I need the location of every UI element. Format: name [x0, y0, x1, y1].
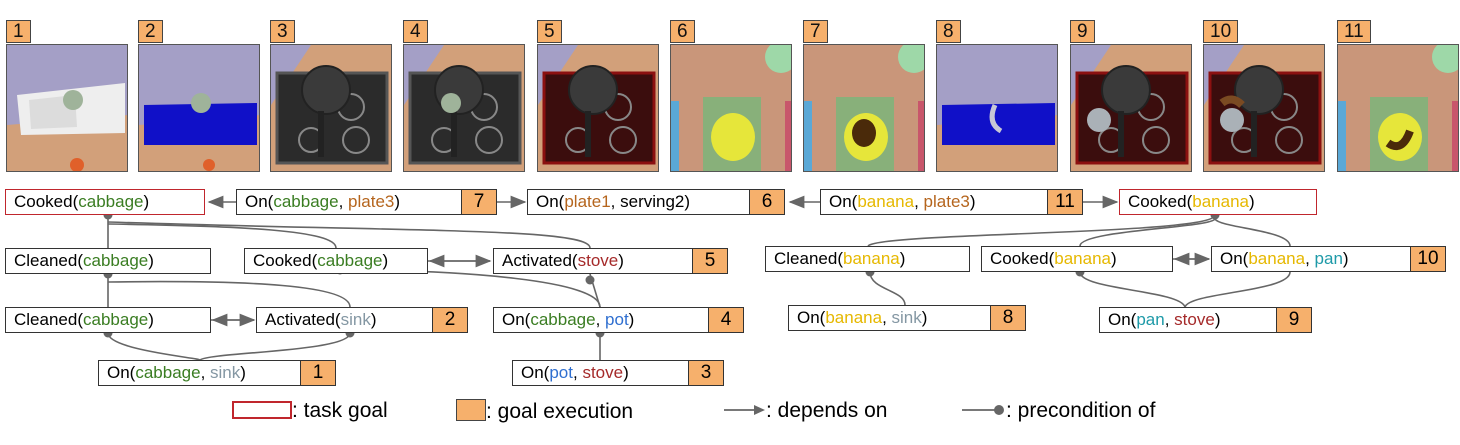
goal-node-on-cabbage-sink: On(cabbage, sink) 1	[98, 360, 336, 386]
goal-node-text: Cleaned(cabbage)	[14, 251, 154, 270]
frame-step-number: 2	[138, 20, 163, 43]
goal-execution-number: 6	[749, 190, 784, 214]
precondition-line	[1214, 218, 1291, 247]
frame-step-number: 6	[670, 20, 695, 43]
frame-step-number: 1	[6, 20, 31, 43]
goal-execution-number: 4	[708, 308, 743, 332]
goal-node-cleaned-banana: Cleaned(banana)	[765, 246, 970, 272]
goal-execution-number: 7	[461, 190, 496, 214]
legend-goal-execution: : goal execution	[456, 399, 633, 424]
legend-precondition-of-label: : precondition of	[1006, 399, 1156, 422]
frame-step-number: 9	[1070, 20, 1095, 43]
frame-stove-active	[537, 44, 659, 172]
frame-stove-pan-banana	[1203, 44, 1325, 172]
goal-execution-number: 1	[300, 361, 335, 385]
frame-sink-cabbage	[6, 44, 128, 172]
frame-stove-pot	[270, 44, 392, 172]
frame-sink-active-cabbage	[138, 44, 260, 172]
frame-stove-pot-cabbage	[403, 44, 525, 172]
goal-node-on-banana-pan: On(banana, pan) 10	[1211, 246, 1446, 272]
goal-node-on-banana-sink: On(banana, sink) 8	[788, 305, 1026, 331]
goal-node-on-cabbage-pot: On(cabbage, pot) 4	[493, 307, 744, 333]
precondition-line	[867, 214, 1216, 247]
precondition-dot-icon	[962, 405, 1004, 415]
legend-task-goal-label: : task goal	[292, 399, 388, 422]
goal-node-text: On(banana, sink)	[797, 308, 928, 327]
goal-execution-number: 10	[1410, 247, 1445, 271]
goal-node-text: Activated(stove)	[502, 251, 624, 270]
goal-node-cooked-cabbage-2: Cooked(cabbage)	[244, 248, 428, 274]
goal-node-text: On(banana, pan)	[1220, 249, 1349, 268]
goal-execution-number: 5	[692, 249, 727, 273]
frame-plate-yellow	[670, 44, 792, 172]
legend-precondition-of: : precondition of	[960, 399, 1155, 423]
precondition-line	[107, 221, 591, 249]
goal-node-text: On(cabbage, sink)	[107, 363, 246, 382]
goal-node-on-cabbage-plate3: On(cabbage, plate3) 7	[236, 189, 497, 215]
goal-node-on-banana-plate3: On(banana, plate3) 11	[820, 189, 1083, 215]
precondition-line	[339, 269, 601, 308]
execution-frames-strip: 1 2 3 4 5 6 7 8 9 10 11	[0, 0, 1460, 175]
goal-node-on-plate1-serving2: On(plate1, serving2) 6	[527, 189, 785, 215]
frame-step-number: 5	[537, 20, 562, 43]
goal-node-activated-stove: Activated(stove) 5	[493, 248, 728, 274]
goal-node-cooked-banana-2: Cooked(banana)	[981, 246, 1173, 272]
legend-task-goal: : task goal	[232, 399, 388, 423]
goal-node-text: On(cabbage, plate3)	[245, 192, 401, 211]
goal-node-cooked-cabbage-goal: Cooked(cabbage)	[5, 189, 205, 215]
legend-goal-execution-label: : goal execution	[486, 400, 634, 423]
frame-sink-banana	[936, 44, 1058, 172]
precondition-line	[869, 271, 906, 306]
goal-execution-number: 11	[1047, 190, 1082, 214]
goal-node-text: Cooked(cabbage)	[253, 251, 389, 270]
arrow-icon	[724, 405, 765, 415]
precondition-line	[1079, 271, 1186, 308]
goal-node-cleaned-cabbage-2: Cleaned(cabbage)	[5, 307, 211, 333]
goal-node-cooked-banana-goal: Cooked(banana)	[1119, 189, 1317, 215]
goal-node-cleaned-cabbage-1: Cleaned(cabbage)	[5, 248, 211, 274]
goal-node-text: Cooked(banana)	[990, 249, 1117, 268]
goal-node-text: Cleaned(banana)	[774, 249, 906, 268]
goal-node-text: On(plate1, serving2)	[536, 192, 691, 211]
precondition-line	[1184, 271, 1291, 308]
frame-plate-banana	[1337, 44, 1459, 172]
goal-node-text: Cleaned(cabbage)	[14, 310, 154, 329]
frame-plate-cooked	[803, 44, 925, 172]
precondition-line	[107, 223, 337, 249]
task-goal-swatch	[232, 401, 292, 419]
legend: : task goal : goal execution : depends o…	[0, 395, 1460, 435]
goal-execution-number: 8	[990, 306, 1025, 330]
goal-execution-number: 9	[1276, 308, 1311, 332]
goal-node-text: On(cabbage, pot)	[502, 310, 635, 329]
goal-node-text: Activated(sink)	[265, 310, 377, 329]
legend-depends-on-label: : depends on	[766, 399, 888, 422]
goal-node-on-pan-stove: On(pan, stove) 9	[1099, 307, 1312, 333]
frame-step-number: 10	[1203, 20, 1239, 43]
frame-step-number: 7	[803, 20, 828, 43]
goal-node-text: On(pot, stove)	[521, 363, 629, 382]
goal-node-text: Cooked(cabbage)	[14, 192, 150, 211]
goal-execution-number: 2	[432, 308, 467, 332]
frame-step-number: 11	[1337, 20, 1371, 43]
precondition-line	[199, 332, 351, 361]
goal-node-activated-sink: Activated(sink) 2	[256, 307, 468, 333]
precondition-line	[1079, 218, 1216, 247]
precondition-dot	[585, 275, 595, 285]
goal-execution-number: 3	[688, 361, 723, 385]
goal-node-text: On(banana, plate3)	[829, 192, 976, 211]
frame-step-number: 4	[403, 20, 428, 43]
frame-step-number: 8	[936, 20, 961, 43]
goal-execution-swatch	[456, 399, 486, 421]
frame-stove-pan	[1070, 44, 1192, 172]
precondition-line	[107, 332, 201, 361]
goal-node-text: Cooked(banana)	[1128, 192, 1255, 211]
frame-step-number: 3	[270, 20, 295, 43]
legend-depends-on: : depends on	[722, 399, 887, 423]
goal-node-on-pot-stove: On(pot, stove) 3	[512, 360, 724, 386]
goal-node-text: On(pan, stove)	[1108, 310, 1221, 329]
precondition-line	[107, 280, 351, 308]
